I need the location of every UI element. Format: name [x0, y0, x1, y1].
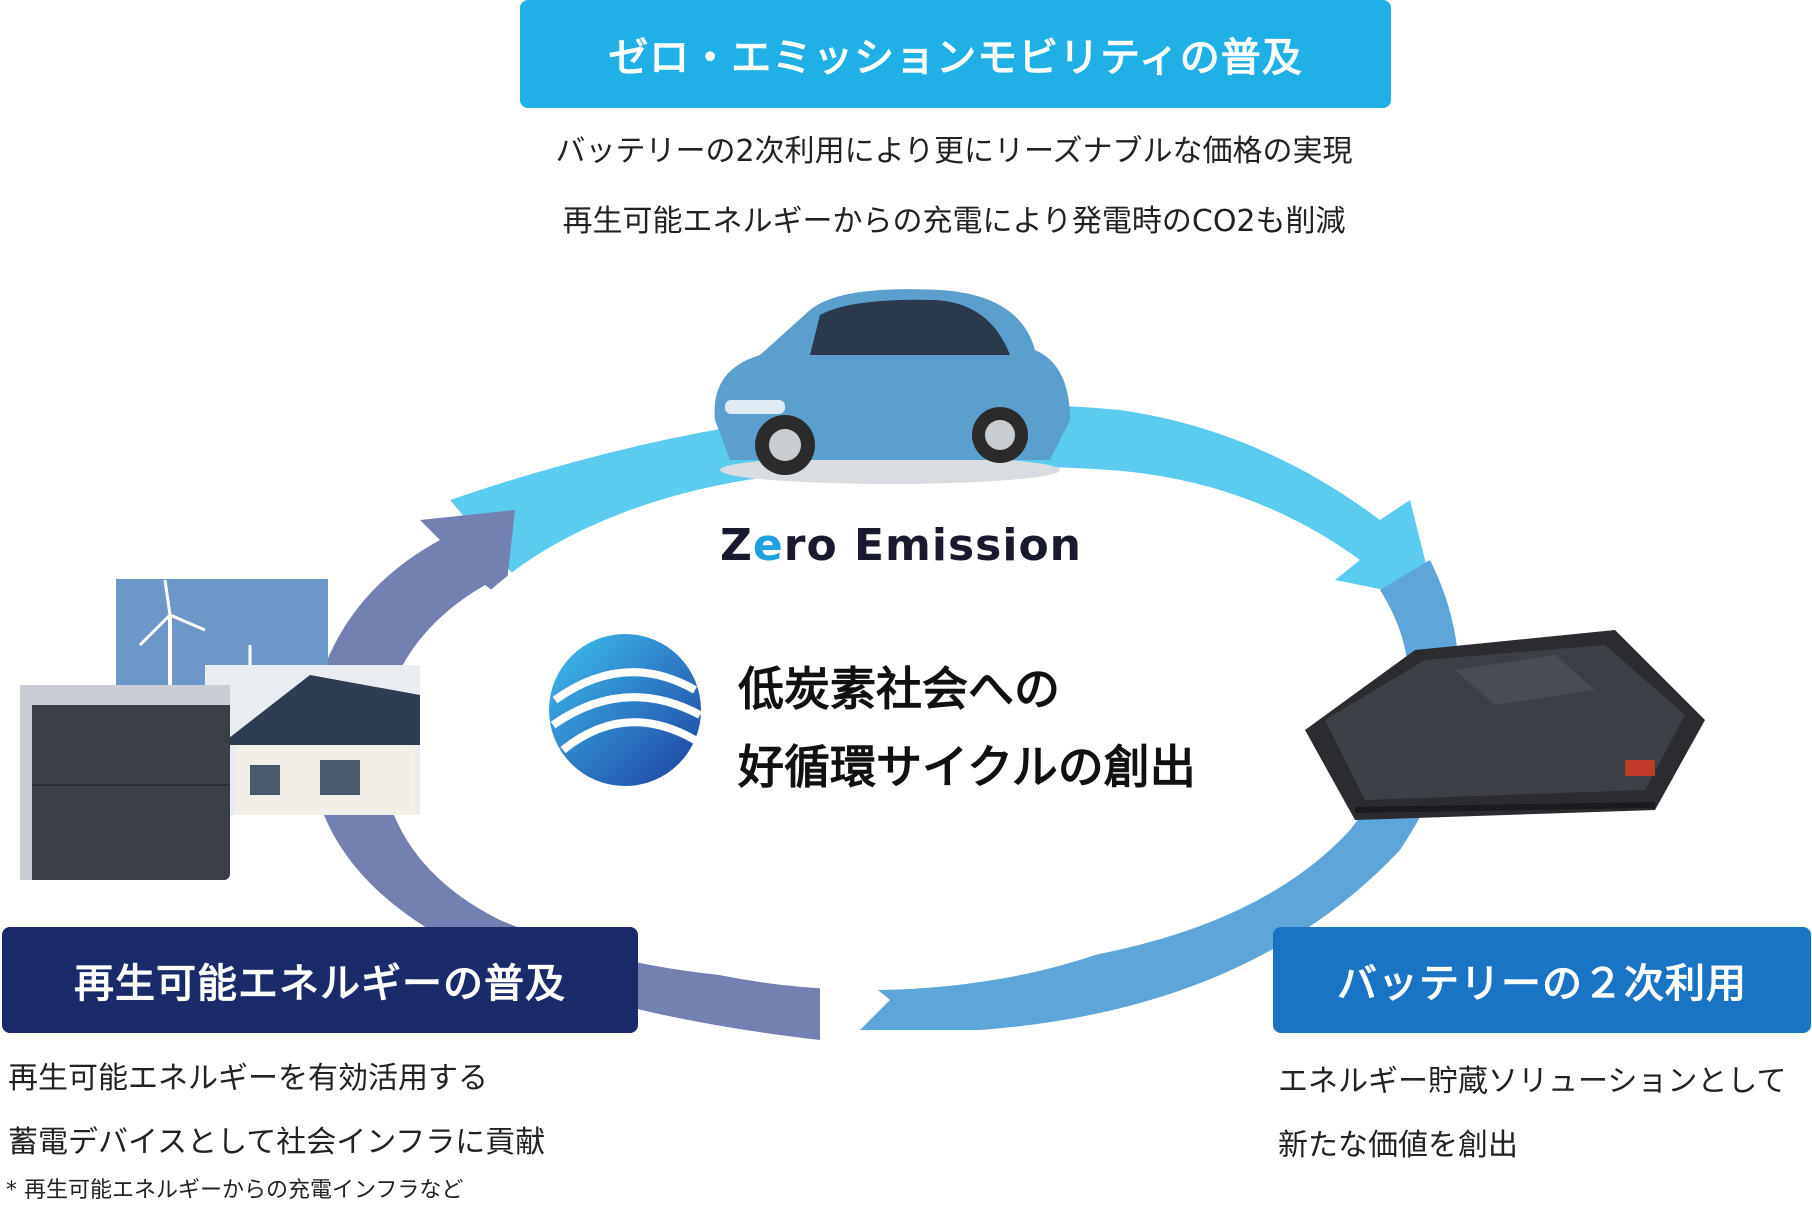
- mobility-desc-line: バッテリーの2次利用により更にリーズナブルな価格の実現: [555, 134, 1353, 169]
- battery-reuse-description: エネルギー貯蔵ソリューションとして 新たな価値を創出: [1278, 1050, 1787, 1178]
- arrow-left: [309, 510, 820, 1040]
- battery-reuse-title-box: バッテリーの２次利用: [1273, 927, 1811, 1033]
- mobility-description: バッテリーの2次利用により更にリーズナブルな価格の実現 再生可能エネルギーからの…: [514, 117, 1394, 257]
- renewable-energy-images: [20, 579, 420, 880]
- zero-emission-logo: Zero Emission: [720, 520, 1082, 571]
- center-title: 低炭素社会への 好循環サイクルの創出: [738, 650, 1196, 806]
- center-title-line: 好循環サイクルの創出: [738, 740, 1196, 794]
- renewable-footnote: * 再生可能エネルギーからの充電インフラなど: [6, 1178, 464, 1203]
- renewable-desc-line: 再生可能エネルギーを有効活用する: [8, 1061, 488, 1096]
- renewable-desc-line: 蓄電デバイスとして社会インフラに貢献: [8, 1125, 546, 1160]
- center-title-line: 低炭素社会への: [738, 662, 1060, 716]
- globe-logo-icon: [549, 634, 702, 786]
- battery-reuse-title: バッテリーの２次利用: [1337, 961, 1747, 1007]
- arrow-top: [450, 404, 1435, 600]
- center-ellipse: [420, 470, 1320, 990]
- mobility-title: ゼロ・エミッションモビリティの普及: [608, 35, 1303, 81]
- arrow-right: [860, 560, 1459, 1030]
- mobility-title-box: ゼロ・エミッションモビリティの普及: [520, 0, 1391, 108]
- battery-pack-image: [1305, 630, 1705, 820]
- battery-reuse-desc-line: 新たな価値を創出: [1278, 1128, 1518, 1163]
- renewable-description: 再生可能エネルギーを有効活用する 蓄電デバイスとして社会インフラに貢献: [8, 1047, 545, 1175]
- ev-car-image: [714, 289, 1070, 484]
- mobility-desc-line: 再生可能エネルギーからの充電により発電時のCO2も削減: [562, 204, 1346, 239]
- renewable-title-box: 再生可能エネルギーの普及: [2, 927, 638, 1033]
- battery-reuse-desc-line: エネルギー貯蔵ソリューションとして: [1278, 1064, 1787, 1099]
- renewable-title: 再生可能エネルギーの普及: [74, 961, 566, 1007]
